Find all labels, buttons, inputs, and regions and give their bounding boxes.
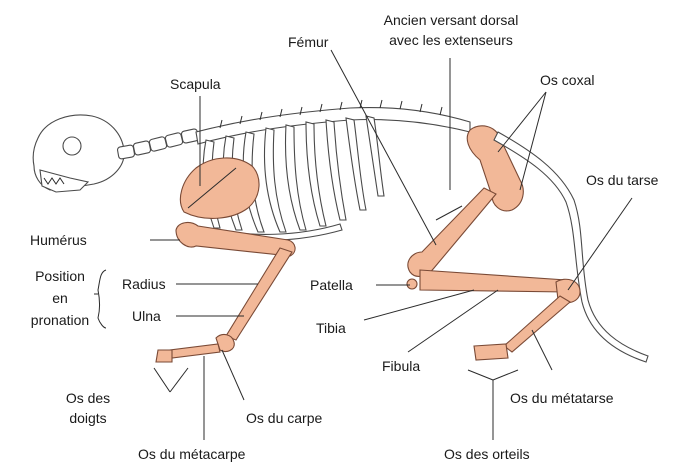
- label-radius: Radius: [122, 276, 166, 293]
- radius-ulna-bone: [226, 248, 292, 340]
- label-os-du-tarse: Os du tarse: [586, 172, 658, 189]
- label-patella: Patella: [310, 277, 353, 294]
- tail-vertebrae: [494, 132, 648, 362]
- label-humerus: Humérus: [30, 232, 87, 249]
- front-digits-bone: [156, 350, 172, 362]
- metatarsus-bone: [504, 296, 570, 352]
- scapula-bone: [180, 158, 259, 218]
- label-dorsal-line1: Ancien versant dorsal: [360, 12, 542, 29]
- label-os-coxal: Os coxal: [540, 72, 594, 89]
- label-position-line1: Position: [20, 268, 100, 285]
- hind-digits-bone: [474, 344, 508, 360]
- label-scapula: Scapula: [170, 76, 221, 93]
- label-femur: Fémur: [288, 34, 328, 51]
- cervical-vertebrae: [117, 128, 199, 159]
- metacarpus-bone: [170, 344, 220, 358]
- label-position-line2: en: [20, 290, 100, 307]
- label-os-du-metacarpe: Os du métacarpe: [138, 446, 245, 463]
- label-fibula: Fibula: [382, 358, 420, 375]
- label-os-des-orteils: Os des orteils: [444, 446, 530, 463]
- label-doigts-line2: doigts: [48, 410, 128, 427]
- label-os-du-metatarse: Os du métatarse: [510, 390, 614, 407]
- label-doigts-line1: Os des: [48, 390, 128, 407]
- patella-bone: [407, 279, 417, 289]
- femur-bone: [408, 188, 496, 276]
- leader-lines: [94, 50, 632, 440]
- label-os-du-carpe: Os du carpe: [246, 410, 322, 427]
- label-dorsal-line2: avec les extenseurs: [360, 32, 542, 49]
- label-position-line3: pronation: [20, 312, 100, 329]
- label-tibia: Tibia: [316, 320, 346, 337]
- label-ulna: Ulna: [132, 308, 161, 325]
- skull: [33, 115, 124, 192]
- tibia-fibula-bone: [420, 270, 566, 292]
